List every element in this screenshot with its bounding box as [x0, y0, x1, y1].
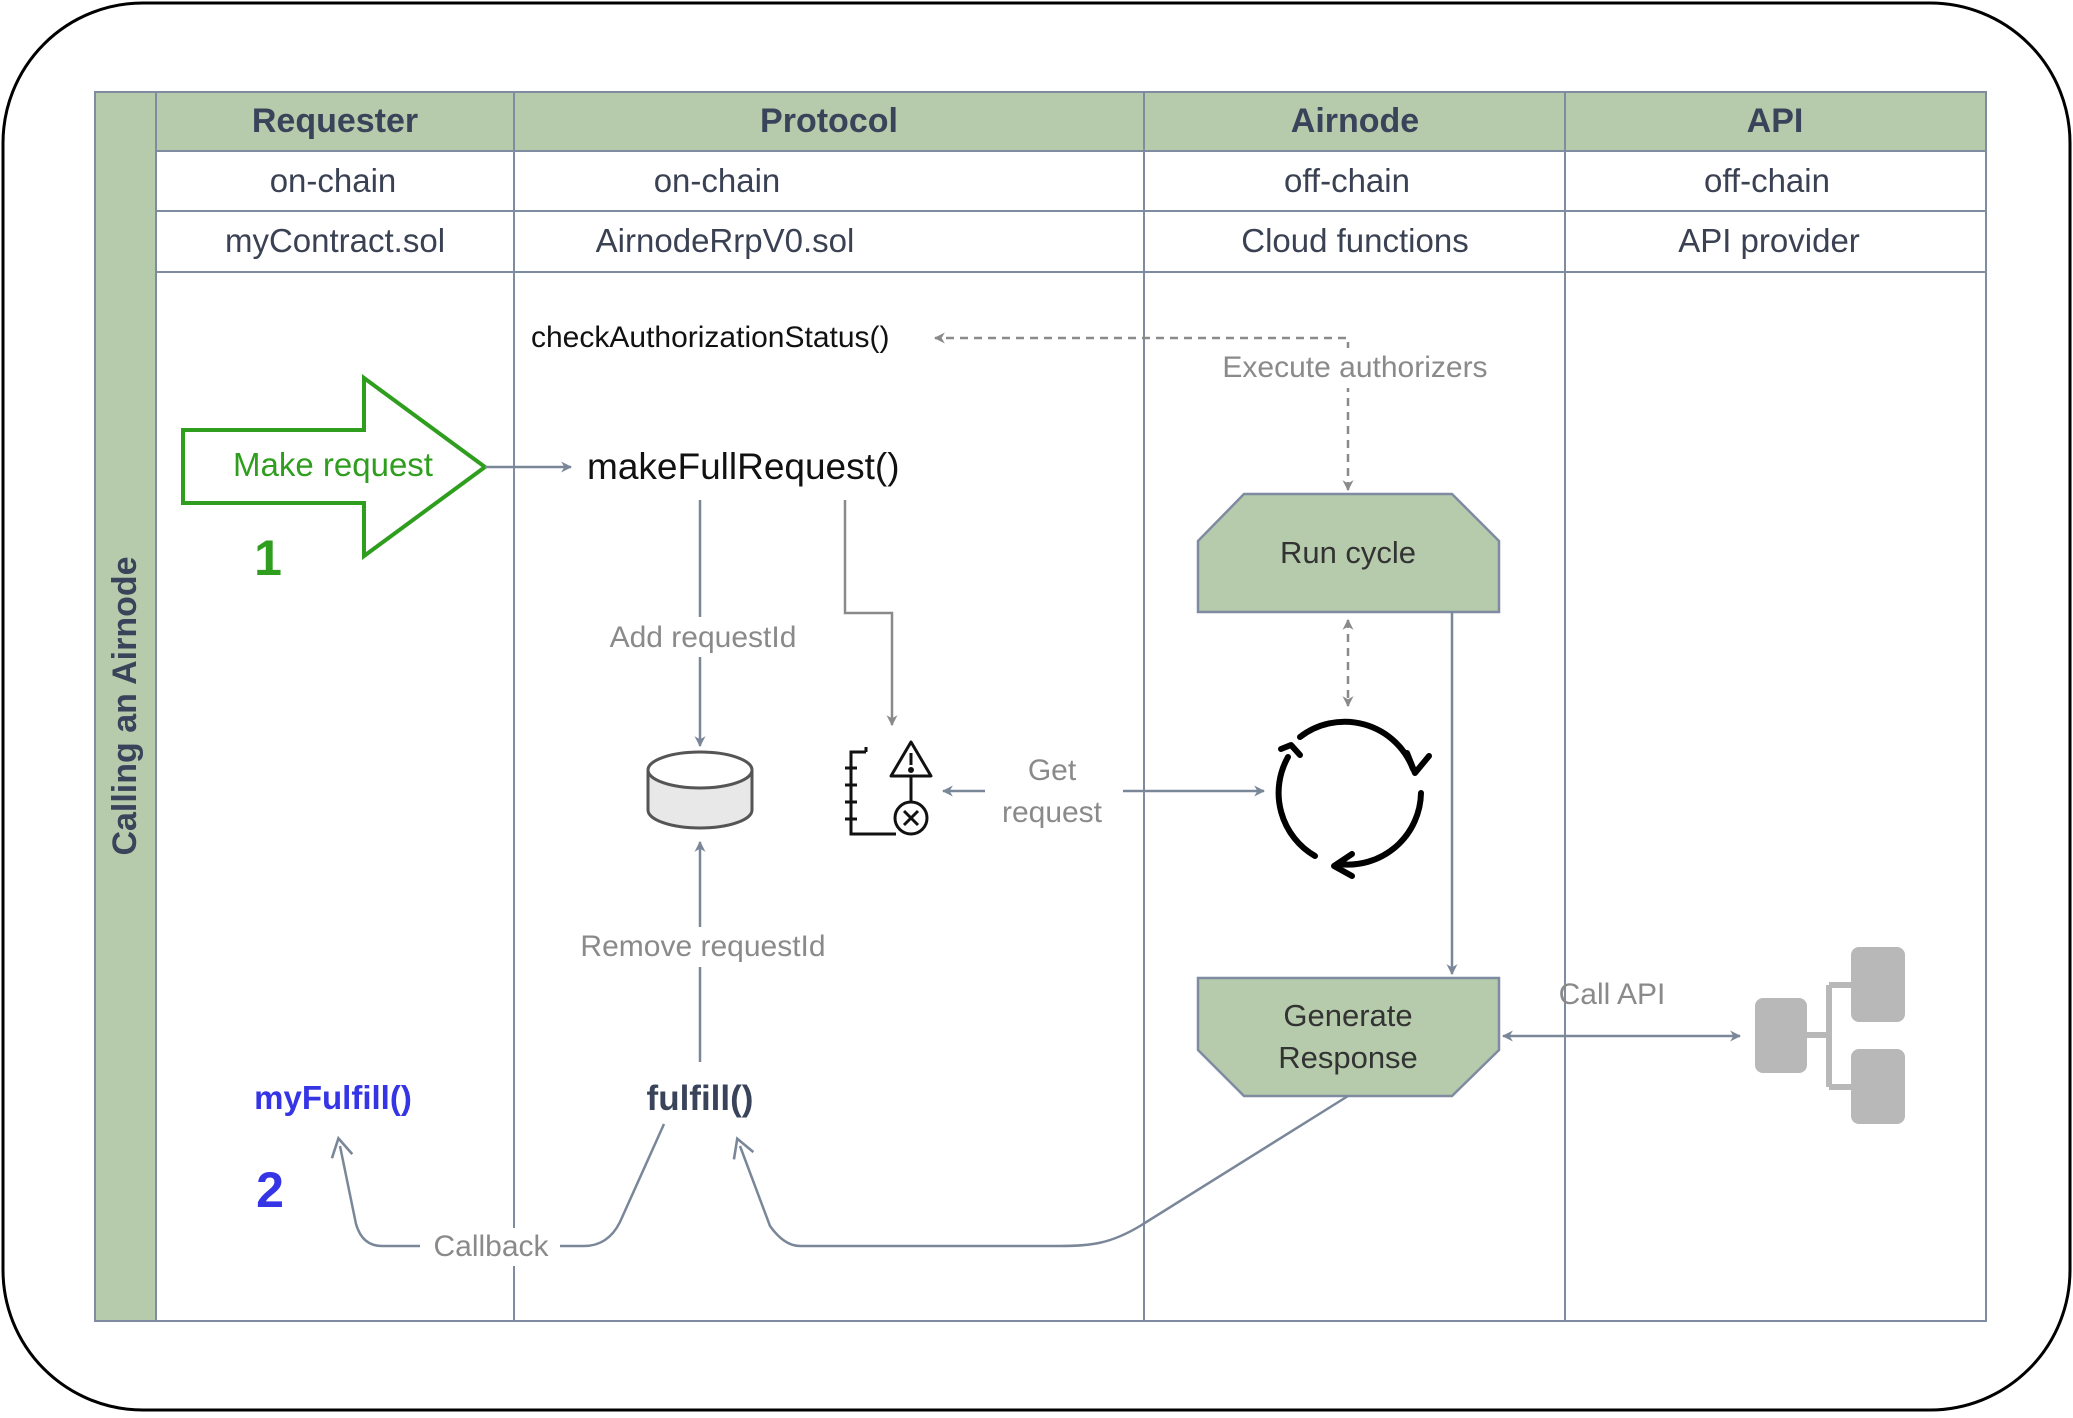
- lanes-frame: [155, 91, 1987, 1322]
- add-request-id-label-bg: [598, 617, 806, 657]
- execute-authorizers-label: Execute authorizers: [1222, 351, 1487, 384]
- pool-header: [94, 91, 157, 1322]
- execute-authorizers-label-bg: [1205, 348, 1501, 388]
- callback-label: Callback: [433, 1230, 549, 1263]
- refresh-cycle-icon: [1275, 718, 1432, 879]
- lane-header-protocol: Protocol: [760, 102, 898, 140]
- edge-execute-authorizers: [933, 332, 1354, 492]
- generate-response-label-2: Response: [1278, 1040, 1418, 1075]
- add-request-id-label: Add requestId: [610, 621, 797, 654]
- make-request-arrow[interactable]: [181, 374, 489, 560]
- callback-label-bg: [420, 1228, 560, 1266]
- api-chain: off-chain: [1704, 162, 1830, 199]
- lane-header-airnode: Airnode: [1291, 102, 1419, 140]
- remove-request-id-label: Remove requestId: [580, 930, 825, 963]
- get-request-label-2: request: [1002, 796, 1103, 829]
- get-request-label-1: Get: [1028, 754, 1077, 787]
- remove-request-id-label-bg: [560, 927, 844, 967]
- make-request-label: Make request: [233, 446, 433, 483]
- requester-component: myContract.sol: [225, 222, 445, 259]
- generate-response-shape[interactable]: [1196, 976, 1501, 1098]
- get-request-label-bg: [985, 748, 1123, 834]
- airnode-component: Cloud functions: [1241, 222, 1468, 259]
- generate-response-label-1: Generate: [1283, 998, 1412, 1033]
- airnode-chain: off-chain: [1284, 162, 1410, 199]
- check-authorization-status-function[interactable]: checkAuthorizationStatus(): [531, 321, 890, 354]
- requester-chain: on-chain: [270, 162, 397, 199]
- edge-log-request: [843, 500, 898, 727]
- protocol-chain: on-chain: [654, 162, 781, 199]
- run-cycle-shape[interactable]: [1196, 492, 1501, 614]
- make-full-request-function[interactable]: makeFullRequest(): [587, 446, 900, 487]
- pool-title: Calling an Airnode: [106, 556, 144, 855]
- hierarchy-tree-icon: [1755, 947, 1905, 1124]
- my-fulfill-function[interactable]: myFulfill(): [254, 1079, 412, 1116]
- database-icon: [646, 750, 754, 830]
- lane-header-api: API: [1747, 102, 1804, 140]
- run-cycle-label: Run cycle: [1280, 535, 1416, 570]
- lane-header-requester: Requester: [252, 102, 418, 140]
- step-1-badge: 1: [254, 530, 282, 586]
- warning-log-icon: [845, 740, 933, 836]
- edge-generate-to-fulfill: [732, 1094, 1349, 1248]
- api-component: API provider: [1678, 222, 1860, 259]
- step-2-badge: 2: [256, 1162, 284, 1218]
- call-api-label: Call API: [1559, 978, 1666, 1011]
- lane-header-row: [155, 91, 1987, 152]
- fulfill-function[interactable]: fulfill(): [647, 1079, 754, 1118]
- protocol-component: AirnodeRrpV0.sol: [596, 222, 855, 259]
